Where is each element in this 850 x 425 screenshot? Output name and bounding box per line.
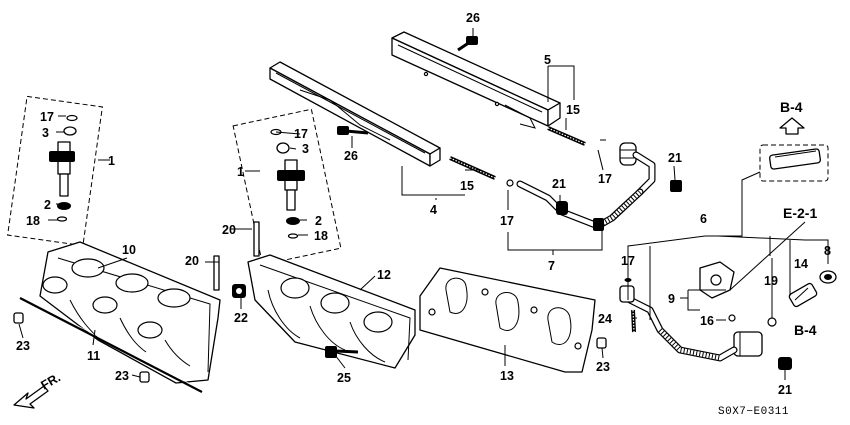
callout-14: 14	[794, 257, 808, 271]
callout-26: 26	[466, 11, 480, 25]
callout-labels: 26 5 15 17 21 26 17 3 1 2 18 17 3 1 2 18…	[16, 11, 831, 418]
callout-12: 12	[377, 268, 391, 282]
injector-box-middle	[232, 108, 342, 266]
callout-15: 15	[460, 179, 474, 193]
callout-9: 9	[668, 292, 675, 306]
up-arrow-icon	[779, 117, 805, 135]
callout-1: 1	[237, 165, 244, 179]
stud-15-lower	[449, 156, 496, 180]
bolt-25	[325, 346, 359, 358]
callout-10: 10	[122, 243, 136, 257]
grommet-8	[819, 270, 837, 284]
callout-17: 17	[621, 254, 635, 268]
callout-25: 25	[337, 371, 351, 385]
nut-21-bottom	[778, 357, 792, 370]
callout-4: 4	[430, 203, 437, 217]
diagram-code: S0X7−E0311	[718, 406, 789, 418]
callout-17: 17	[598, 172, 612, 186]
nut-21-upper-right	[670, 180, 682, 192]
b4-hose-inset	[759, 144, 829, 182]
stud-20-left	[213, 255, 220, 291]
callout-17: 17	[294, 127, 308, 141]
callout-24: 24	[598, 312, 612, 326]
callout-17: 17	[500, 214, 514, 228]
callout-15: 15	[566, 103, 580, 117]
pulse-damper	[619, 142, 656, 196]
bolt-24	[631, 309, 636, 333]
oring-19	[767, 317, 777, 327]
callout-17: 17	[40, 110, 54, 124]
injector-middle	[270, 128, 305, 239]
fuel-feed-hose	[506, 179, 644, 231]
callout-2: 2	[44, 198, 51, 212]
callout-1: 1	[108, 154, 115, 168]
callout-23: 23	[16, 339, 30, 353]
callout-22: 22	[234, 311, 248, 325]
intake-manifold-lower	[19, 241, 221, 393]
bolt-26-lower	[337, 126, 369, 135]
fuel-rail-upper	[391, 31, 561, 129]
callout-26: 26	[344, 149, 358, 163]
callout-6: 6	[700, 212, 707, 226]
injector-box-left	[7, 95, 103, 247]
stud-15-upper	[547, 126, 586, 146]
check-valve-14	[788, 282, 818, 308]
callout-19: 19	[764, 274, 778, 288]
leader-lines	[18, 28, 829, 380]
stud-20-middle	[253, 221, 260, 257]
fuel-rail-lower	[269, 61, 441, 167]
manifold-gasket	[419, 267, 596, 373]
injector-left	[49, 114, 78, 222]
callout-11: 11	[87, 349, 100, 363]
callout-2: 2	[315, 214, 322, 228]
pressure-regulator	[699, 261, 763, 357]
nut-22	[232, 284, 246, 298]
callout-23: 23	[596, 360, 610, 374]
callout-16: 16	[700, 314, 714, 328]
callout-18: 18	[314, 229, 328, 243]
callout-13: 13	[500, 369, 514, 383]
callout-20: 20	[185, 254, 199, 268]
callout-21: 21	[668, 151, 682, 165]
callout-23: 23	[115, 369, 129, 383]
ref-b4-top: B-4	[780, 99, 803, 115]
callout-7: 7	[548, 259, 555, 273]
callout-20: 20	[222, 223, 236, 237]
spacer-23-pieces	[13, 312, 607, 383]
callout-21: 21	[552, 177, 566, 191]
callout-18: 18	[26, 214, 40, 228]
intake-manifold-upper	[247, 254, 416, 369]
callout-8: 8	[824, 244, 831, 258]
bolt-26-upper	[457, 36, 478, 52]
callout-5: 5	[544, 53, 551, 67]
ref-b4-bottom: B-4	[794, 322, 817, 338]
callout-21: 21	[778, 383, 792, 397]
callout-3: 3	[302, 142, 309, 156]
front-arrow-icon	[13, 385, 49, 409]
callout-3: 3	[42, 126, 49, 140]
return-hose	[619, 278, 738, 362]
ref-e21: E-2-1	[783, 205, 817, 221]
